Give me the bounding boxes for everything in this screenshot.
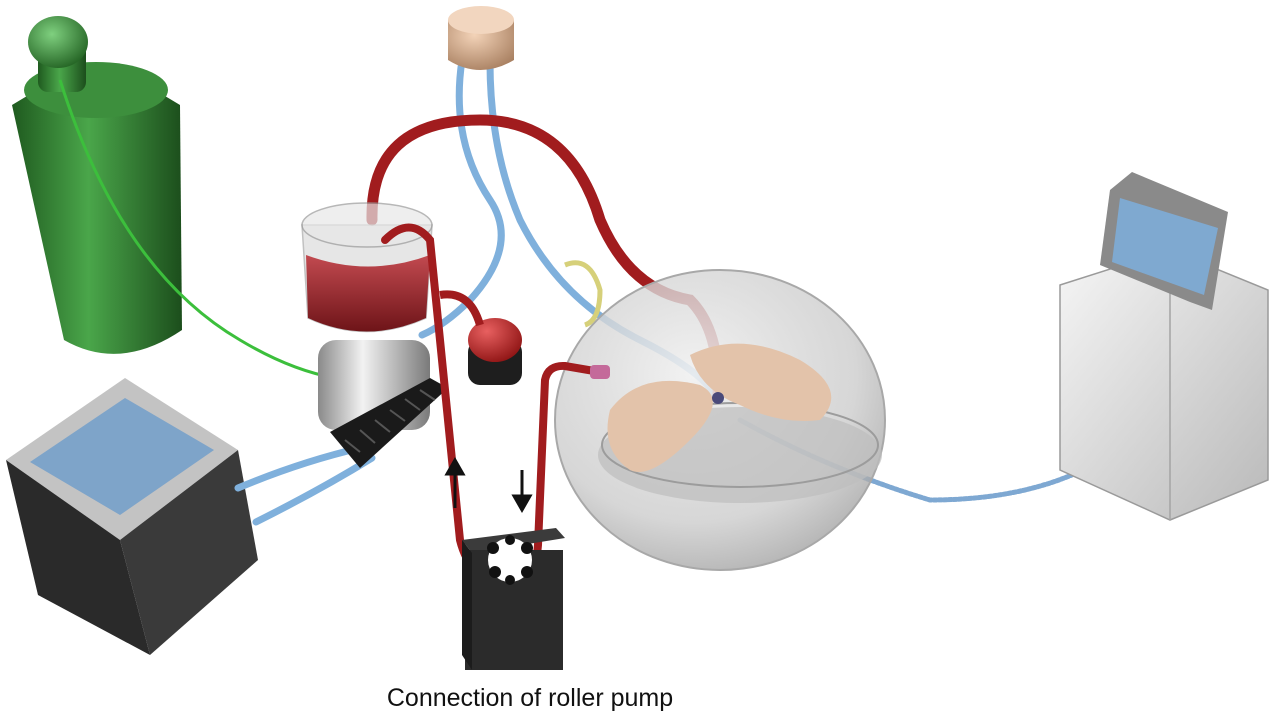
monitor-screen: [1112, 198, 1218, 295]
oxygenator: [318, 340, 448, 468]
ventilator-monitor: [1059, 172, 1269, 521]
pressure-sensor: [439, 290, 522, 385]
roller-pump: [462, 528, 565, 670]
water-bath: [6, 378, 258, 655]
flow-arrow-down: [511, 470, 533, 514]
flow-arrow-up: [444, 456, 466, 508]
gas-cylinder: [12, 16, 182, 354]
right-lung: [690, 343, 832, 421]
diagram-caption: Connection of roller pump: [386, 684, 674, 712]
gas-line: [58, 79, 336, 380]
heat-exchanger: [448, 6, 514, 70]
blood-reservoir: [301, 202, 433, 333]
left-lung: [607, 380, 713, 472]
organ-chamber: [554, 260, 886, 571]
inflow-connector: [590, 365, 610, 379]
outflow-connector: [712, 392, 724, 404]
